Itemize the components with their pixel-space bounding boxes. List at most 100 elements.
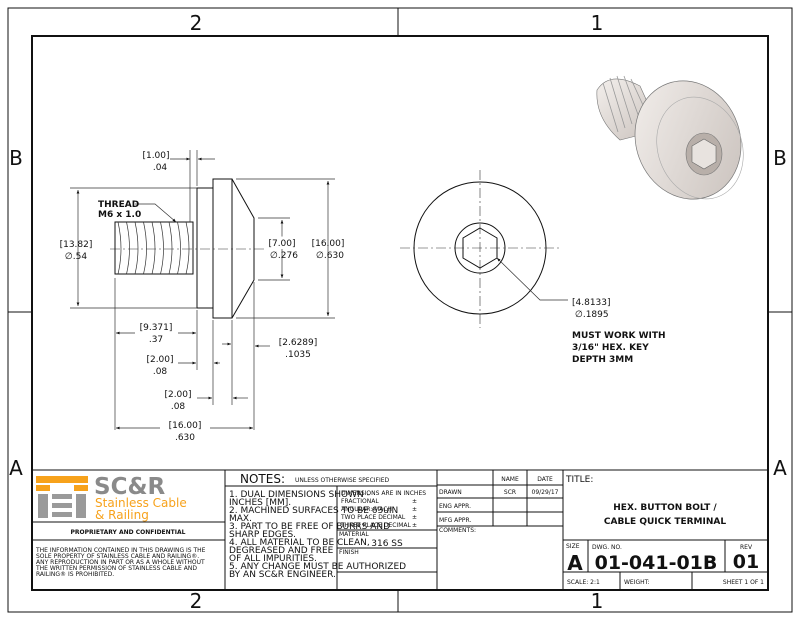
zone-right-b: B [773, 146, 787, 170]
material-value: 316 SS [371, 539, 403, 549]
svg-text:[16.00]: [16.00] [169, 421, 202, 431]
finish-label: FINISH [339, 549, 359, 556]
svg-text:[7.00]: [7.00] [268, 239, 295, 249]
title-label: TITLE: [565, 475, 593, 485]
rev-value: 01 [733, 551, 759, 573]
zone-bottom-2: 2 [190, 589, 203, 613]
scale: SCALE: 2:1 [567, 579, 600, 586]
svg-text:ENG APPR.: ENG APPR. [439, 503, 471, 510]
note-line: DEGREASED AND FREE [229, 546, 334, 556]
svg-text:[2.00]: [2.00] [164, 390, 191, 400]
zone-left-a: A [9, 456, 23, 480]
svg-text:DRAWN: DRAWN [439, 489, 462, 496]
svg-text:THREE PLACE DECIMAL: THREE PLACE DECIMAL [340, 522, 411, 529]
thread-crest [168, 221, 173, 275]
svg-text:MFG APPR.: MFG APPR. [439, 517, 471, 524]
notes-title: NOTES: [240, 472, 285, 486]
sheet: SHEET 1 OF 1 [723, 579, 764, 586]
material-label: MATERIAL [339, 531, 369, 538]
thread-crest [117, 221, 122, 275]
thread-crest [134, 221, 139, 275]
svg-text:COMMENTS:: COMMENTS: [439, 527, 476, 534]
svg-text:MUST WORK WITH: MUST WORK WITH [572, 331, 666, 341]
drawing-title-line2: CABLE QUICK TERMINAL [604, 517, 726, 527]
zone-left-b: B [9, 146, 23, 170]
note-line: 2. MACHINED SURFACES TO BE 63uIN [229, 506, 398, 516]
hex-callout: [4.8133] ∅.1895 MUST WORK WITH 3/16" HEX… [572, 298, 666, 365]
note-line: INCHES [MM]. [229, 498, 291, 508]
proprietary-label: PROPRIETARY AND CONFIDENTIAL [71, 529, 186, 536]
note-line: 3. PART TO BE FREE OF BURRS AND [229, 522, 390, 532]
thread-crest [177, 221, 181, 275]
svg-text:[4.8133]: [4.8133] [572, 298, 611, 308]
zone-right-a: A [773, 456, 787, 480]
svg-text:[16.00]: [16.00] [312, 239, 345, 249]
size-value: A [567, 551, 583, 575]
svg-text:.04: .04 [153, 163, 168, 173]
svg-text:Stainless Cable: Stainless Cable [95, 496, 187, 510]
note-line: MAX. [229, 514, 252, 524]
svg-text:SC&R: SC&R [94, 474, 166, 500]
svg-text:±: ± [412, 522, 417, 529]
dimension-labels: [1.00].04 [13.82]∅.54 00000 [7.00]∅.276 … [60, 151, 345, 443]
svg-text:.1035: .1035 [285, 350, 311, 360]
side-view: THREAD M6 x 1.0 [1.00] .04 [13.82] ∅.54 00… [60, 150, 345, 443]
svg-text:09/29/17: 09/29/17 [532, 489, 559, 496]
svg-text:.08: .08 [153, 367, 168, 377]
thread-spec: M6 x 1.0 [98, 210, 141, 220]
dwg-no-label: DWG. NO. [592, 544, 622, 551]
disclaimer: THE INFORMATION CONTAINED IN THIS DRAWIN… [35, 547, 206, 578]
zone-labels: 2 1 2 1 B A B A [9, 11, 787, 613]
note-line: BY AN SC&R ENGINEER. [229, 570, 336, 580]
svg-text:SOLE PROPERTY OF STAINLESS CAB: SOLE PROPERTY OF STAINLESS CABLE AND RAI… [36, 553, 199, 560]
drawing-title-line1: HEX. BUTTON BOLT / [613, 503, 717, 513]
weight: WEIGHT: [624, 579, 650, 586]
outer-border [7, 7, 793, 613]
svg-text:ANY REPRODUCTION IN PART OR AS: ANY REPRODUCTION IN PART OR AS A WHOLE W… [36, 559, 205, 566]
note-line: 5. ANY CHANGE MUST BE AUTHORIZED [229, 562, 406, 572]
svg-text:DEPTH 3MM: DEPTH 3MM [572, 355, 633, 365]
svg-text:[2.00]: [2.00] [146, 355, 173, 365]
svg-text:∅.54: ∅.54 [65, 252, 87, 262]
zone-bottom-1: 1 [591, 589, 604, 613]
svg-text:[1.00]: [1.00] [142, 151, 169, 161]
svg-text:DIMENSIONS ARE IN INCHES: DIMENSIONS ARE IN INCHES [341, 490, 426, 497]
svg-text:±: ± [412, 506, 417, 513]
svg-text:& Railing: & Railing [95, 508, 149, 522]
svg-text:∅.630: ∅.630 [316, 251, 344, 261]
thread-crest [126, 221, 130, 275]
svg-text:[9.371]: [9.371] [140, 323, 173, 333]
svg-text:FRACTIONAL: FRACTIONAL [341, 498, 379, 505]
note-line: 4. ALL MATERIAL TO BE CLEAN, [229, 538, 370, 548]
note-line: OF ALL IMPURITIES. [229, 554, 317, 564]
tolerance-block: DIMENSIONS ARE IN INCHES FRACTIONAL ± ANG… [340, 490, 426, 529]
notes-list: 1. DUAL DIMENSIONS SHOWN -INCHES [MM].2.… [229, 490, 406, 580]
svg-text:SCR: SCR [504, 489, 516, 496]
inner-border [31, 35, 769, 591]
svg-text:.630: .630 [175, 433, 195, 443]
svg-text:±: ± [412, 498, 417, 505]
zone-top-2: 2 [190, 11, 203, 35]
svg-text:TWO PLACE DECIMAL: TWO PLACE DECIMAL [340, 514, 406, 521]
thread-label: THREAD [98, 200, 139, 210]
svg-text:3/16" HEX. KEY: 3/16" HEX. KEY [572, 343, 649, 353]
svg-text:∅.1895: ∅.1895 [575, 310, 609, 320]
svg-text:ANGULAR: MACH: ANGULAR: MACH [341, 506, 392, 513]
rev-label: REV [740, 544, 753, 551]
size-label: SIZE [566, 543, 580, 550]
svg-text:[13.82]: [13.82] [60, 240, 93, 250]
svg-text:.08: .08 [171, 402, 186, 412]
svg-text:.37: .37 [149, 335, 163, 345]
note-line: 1. DUAL DIMENSIONS SHOWN - [229, 490, 370, 500]
notes-subtitle: UNLESS OTHERWISE SPECIFIED [295, 477, 390, 484]
company-logo: SC&R Stainless Cable & Railing [36, 474, 187, 522]
svg-text:∅.276: ∅.276 [270, 251, 298, 261]
svg-text:THE WRITTEN PERMISSION OF STAI: THE WRITTEN PERMISSION OF STAINLESS CABL… [35, 565, 197, 572]
svg-text:NAME: NAME [501, 476, 519, 483]
dwg-no-value: 01-041-01B [595, 552, 718, 574]
zone-top-1: 1 [591, 11, 604, 35]
svg-text:00000: 00000 [268, 239, 297, 249]
thread-crest [160, 221, 164, 275]
